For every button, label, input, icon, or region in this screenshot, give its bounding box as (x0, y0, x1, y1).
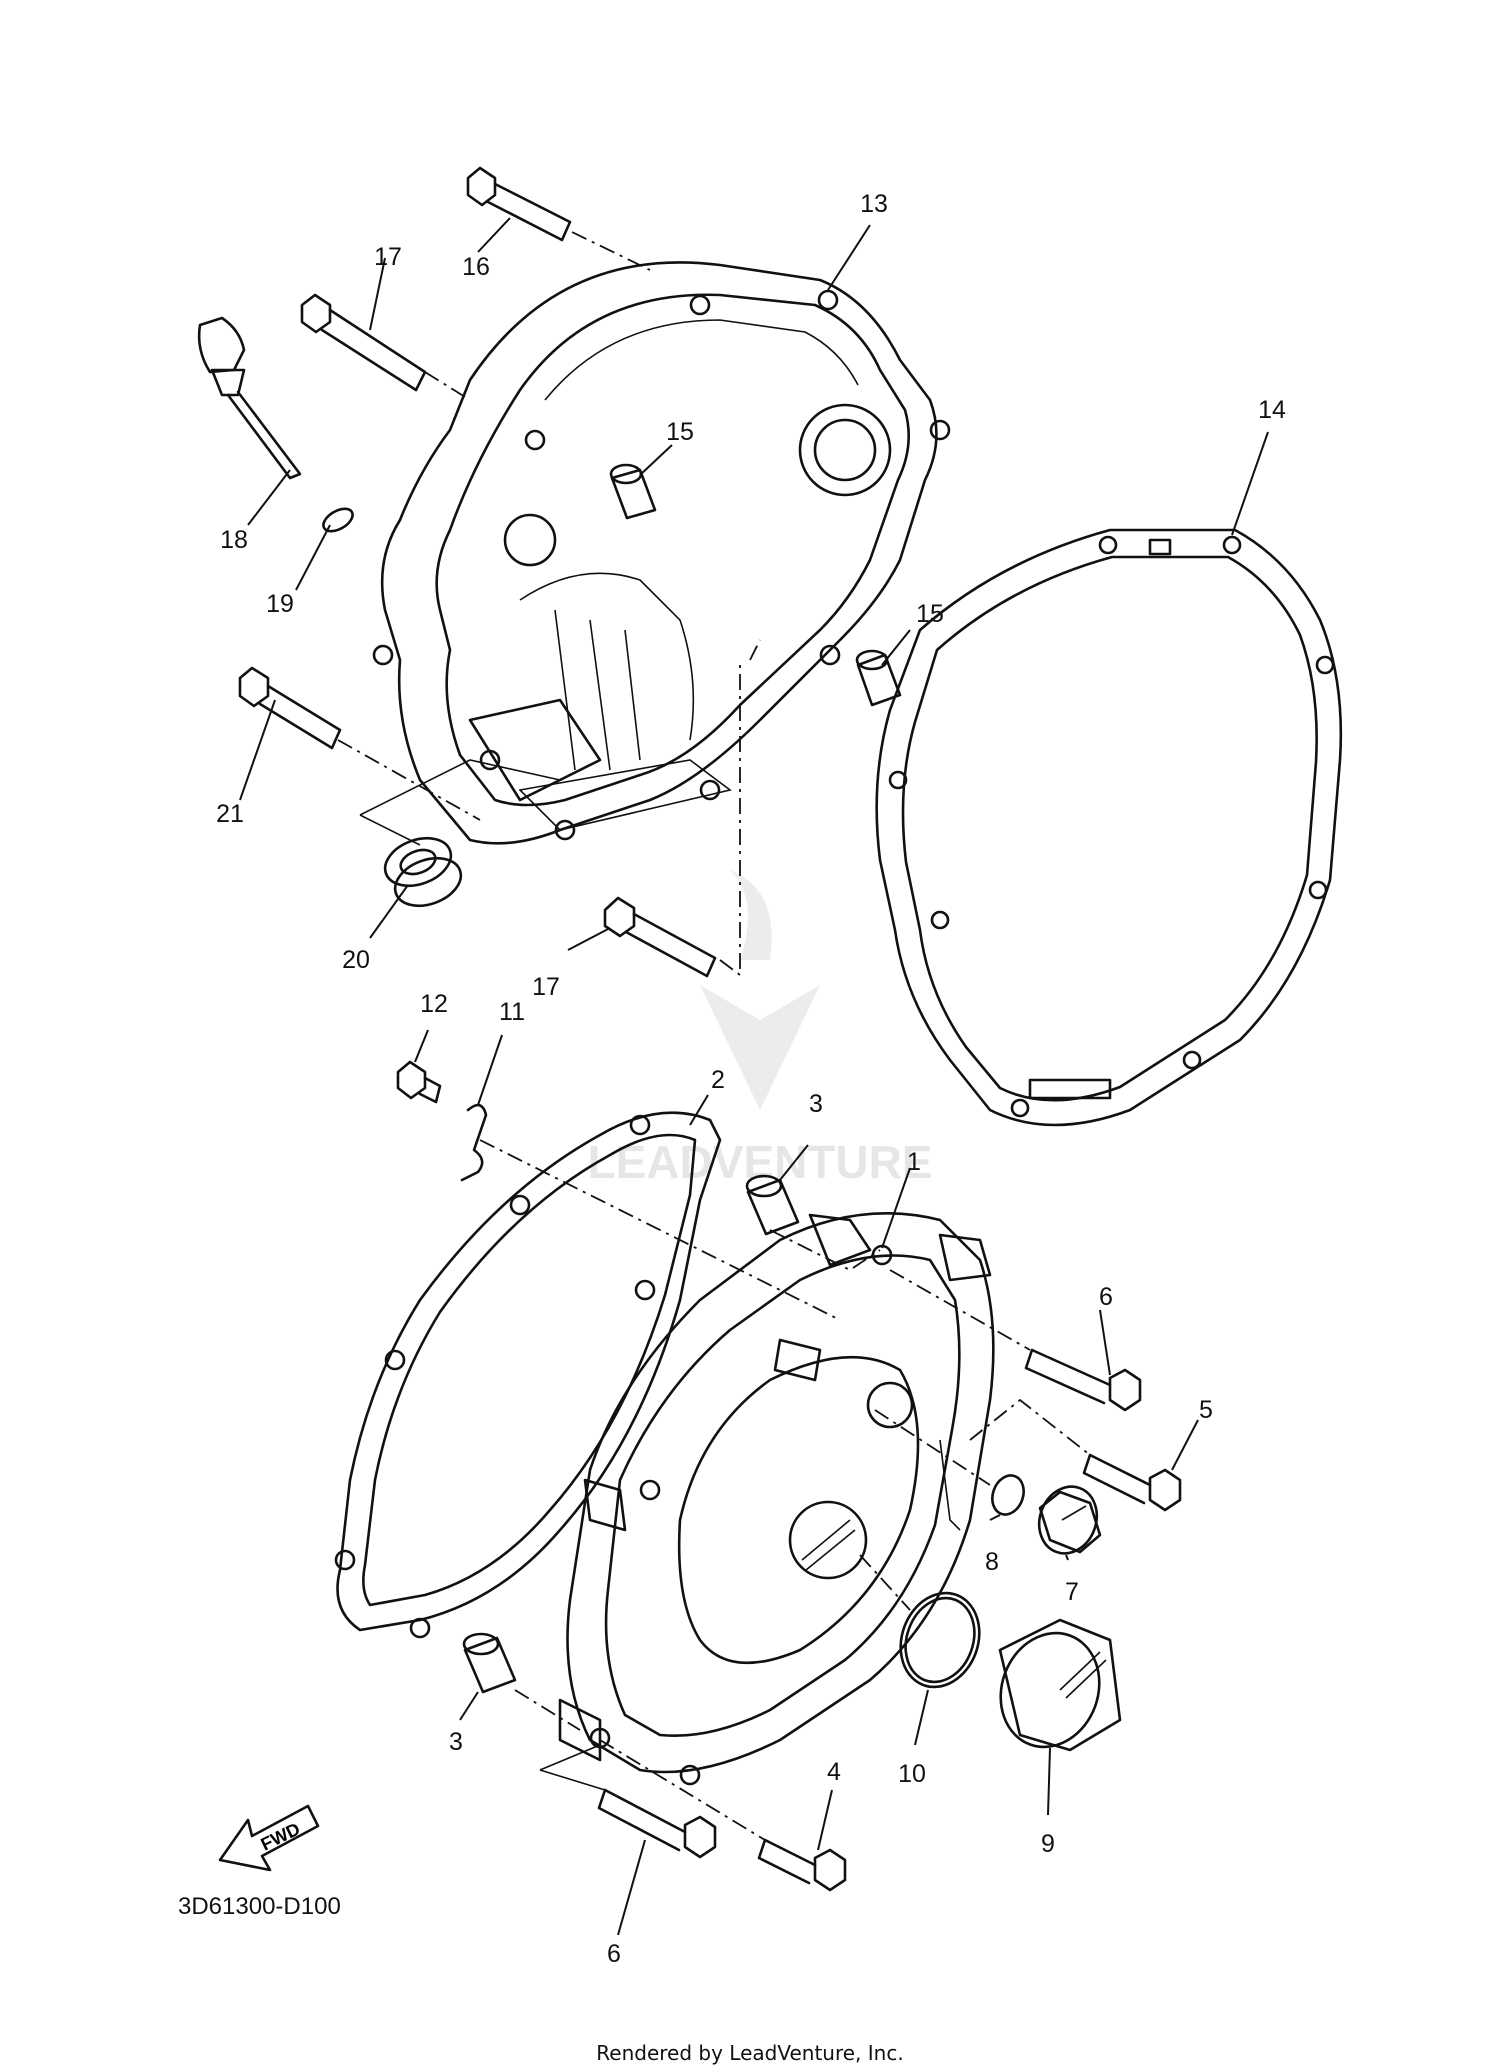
callout-5: 5 (1199, 1396, 1213, 1424)
callout-3-upper: 3 (809, 1090, 823, 1118)
callout-17-lower: 17 (532, 973, 560, 1001)
callout-9: 9 (1041, 1830, 1055, 1858)
callout-14: 14 (1258, 396, 1286, 424)
callout-10: 10 (898, 1760, 926, 1788)
callout-13: 13 (860, 190, 888, 218)
assembly-lines-upper (337, 231, 761, 977)
callout-11: 11 (499, 998, 525, 1026)
callout-6-lower: 6 (607, 1940, 621, 1968)
part-17-bolt-lower (603, 896, 717, 978)
callout-8: 8 (985, 1548, 999, 1576)
callout-18: 18 (220, 526, 248, 554)
part-4-bolt (757, 1838, 847, 1892)
part-11-clip (460, 1103, 488, 1182)
callout-4: 4 (827, 1758, 841, 1786)
callout-16: 16 (462, 253, 490, 281)
callout-15-upper: 15 (666, 418, 694, 446)
part-1-crankcase-cover (558, 1212, 995, 1786)
part-13-crankcase-cover (372, 261, 951, 845)
callout-3-lower: 3 (449, 1728, 463, 1756)
part-18-dipstick (197, 316, 302, 480)
part-6-bolt-right (1024, 1348, 1142, 1412)
part-3-dowel-lower (462, 1632, 517, 1694)
callout-1: 1 (907, 1148, 921, 1176)
part-2-gasket (334, 1111, 722, 1639)
assembly-lines-lower (479, 1139, 1091, 1841)
part-19-o-ring (322, 507, 354, 533)
footer-text: Rendered by LeadVenture, Inc. (596, 2041, 903, 2065)
part-14-gasket (875, 528, 1343, 1127)
callouts: 13 14 17 16 15 15 18 19 21 20 17 12 11 2… (216, 190, 1286, 1968)
part-10-o-ring (899, 1591, 981, 1689)
fwd-label: FWD (258, 1819, 304, 1855)
callout-21: 21 (216, 800, 244, 828)
fwd-arrow-icon: FWD (218, 1804, 320, 1872)
leader-lines (239, 217, 1269, 1936)
part-12-screw (396, 1060, 442, 1104)
watermark-text: LEADVENTURE (587, 1136, 932, 1188)
callout-12: 12 (420, 990, 448, 1018)
part-3-dowel-upper (745, 1174, 800, 1236)
callout-7: 7 (1065, 1578, 1079, 1606)
watermark-logo: LEADVENTURE (587, 870, 933, 1188)
part-6-bolt-lower (597, 1788, 717, 1859)
part-21-bolt (238, 666, 342, 750)
callout-17-upper: 17 (374, 243, 402, 271)
callout-2: 2 (711, 1066, 725, 1094)
diagram-code: 3D61300-D100 (178, 1893, 341, 1920)
part-17-bolt-upper (300, 293, 427, 392)
part-16-bolt (466, 166, 572, 242)
part-20-oil-seal (383, 836, 463, 908)
callout-15-lower: 15 (916, 600, 944, 628)
callout-6-right: 6 (1099, 1283, 1113, 1311)
part-9-plug (998, 1618, 1122, 1752)
callout-20: 20 (342, 946, 370, 974)
part-7-plug (1037, 1485, 1102, 1555)
part-8-o-ring (991, 1474, 1025, 1516)
part-15-dowel-upper-a (609, 463, 657, 520)
part-5-bolt (1082, 1453, 1182, 1512)
callout-19: 19 (266, 590, 294, 618)
